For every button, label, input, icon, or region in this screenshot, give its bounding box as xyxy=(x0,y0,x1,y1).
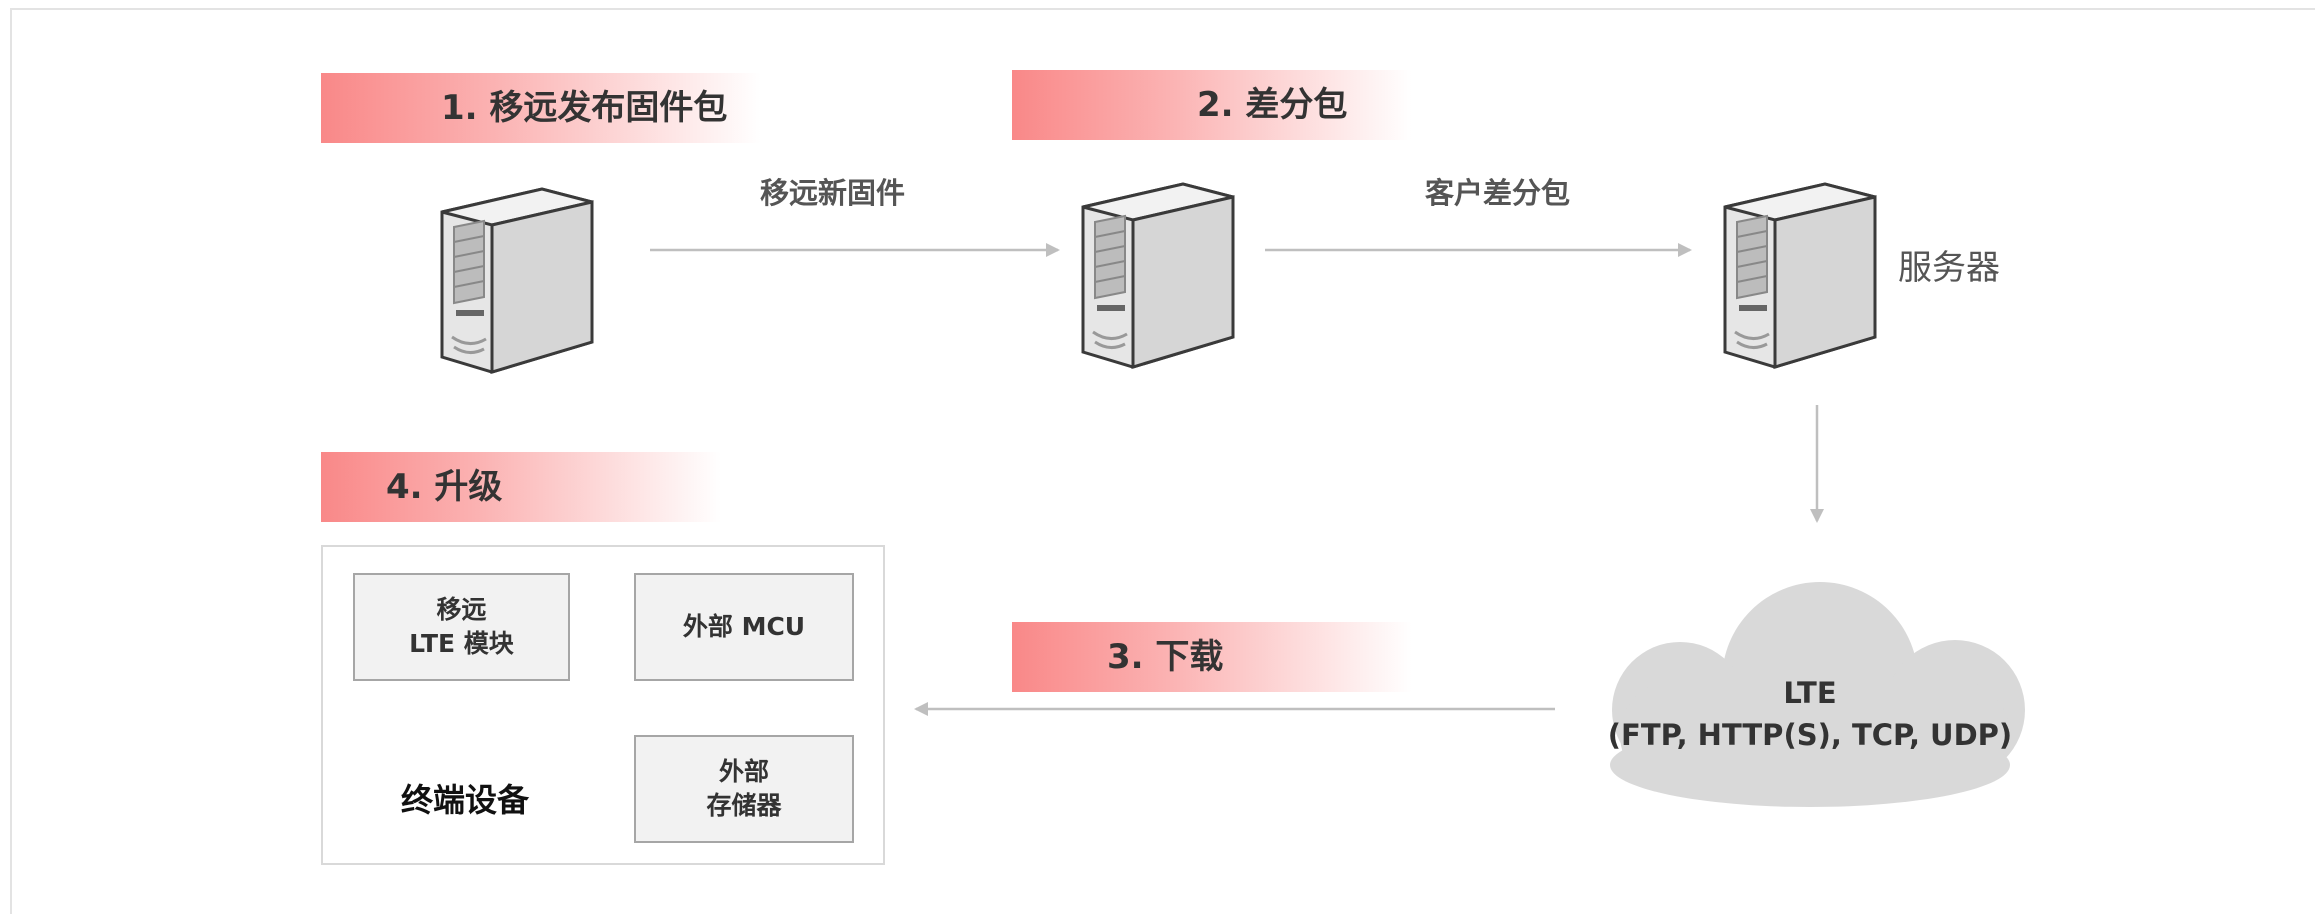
step-4-label: 4. 升级 xyxy=(386,467,503,507)
external-storage-box: 外部 存储器 xyxy=(634,735,854,843)
step-2-label: 2. 差分包 xyxy=(1197,85,1348,125)
server-icon xyxy=(1081,182,1235,370)
cloud-line-2: (FTP, HTTP(S), TCP, UDP) xyxy=(1607,718,2013,752)
diagram-frame xyxy=(10,8,2315,914)
step-1-label: 1. 移远发布固件包 xyxy=(441,88,728,128)
cloud-icon xyxy=(1610,582,2025,807)
step-2-banner: 2. 差分包 xyxy=(1012,70,1412,140)
step-1-banner: 1. 移远发布固件包 xyxy=(321,73,761,143)
customer-package-label: 客户差分包 xyxy=(1425,176,1571,210)
lte-module-box: 移远 LTE 模块 xyxy=(353,573,570,681)
cloud-label: LTE (FTP, HTTP(S), TCP, UDP) xyxy=(1560,672,2060,756)
step-3-label: 3. 下载 xyxy=(1107,637,1224,677)
terminal-device-title: 终端设备 xyxy=(401,781,530,819)
external-mcu-box: 外部 MCU xyxy=(634,573,854,681)
server-icon xyxy=(440,187,594,375)
firmware-label: 移远新固件 xyxy=(760,176,906,210)
step-4-banner: 4. 升级 xyxy=(321,452,721,522)
cloud-line-1: LTE xyxy=(1783,676,1837,710)
step-3-banner: 3. 下载 xyxy=(1012,622,1412,692)
server-icon xyxy=(1723,182,1877,370)
server-caption: 服务器 xyxy=(1898,248,2000,288)
